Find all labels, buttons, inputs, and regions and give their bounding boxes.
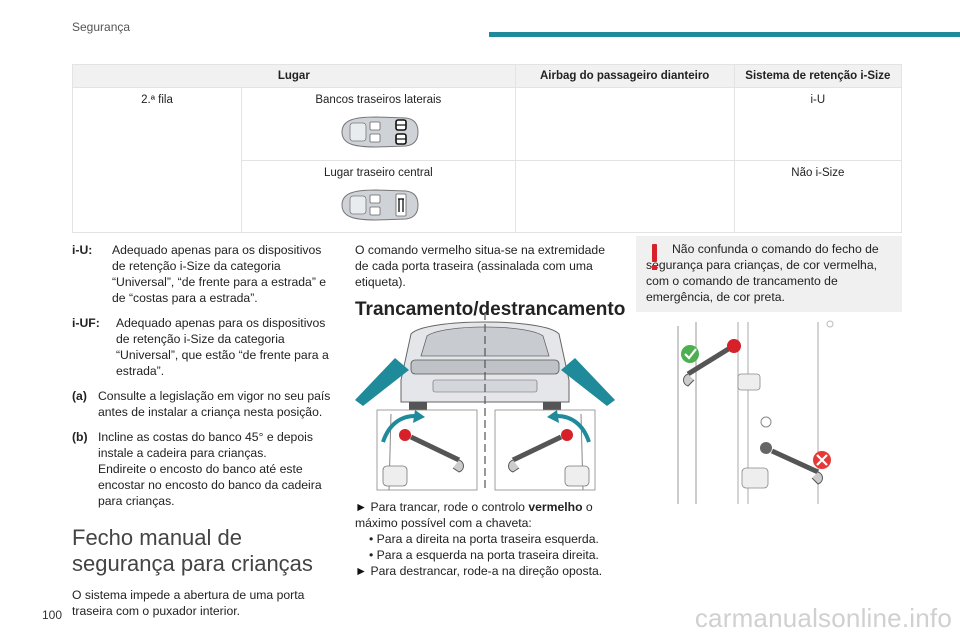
definition-text: Consulte a legislação em vigor no seu pa…: [98, 389, 331, 419]
table-cell-seat: Lugar traseiro central: [241, 160, 516, 233]
car-seat-center-icon: [341, 189, 419, 221]
definition-key: (a): [72, 389, 87, 403]
check-icon: [681, 345, 699, 363]
unlock-instruction: ► Para destrancar, rode-a na direção opo…: [355, 564, 603, 578]
sub-heading: Trancamento/destrancamento: [355, 299, 626, 320]
table-cell-seat: Bancos traseiros laterais: [241, 87, 516, 161]
arrow-icon: ►: [355, 564, 368, 578]
definition-key: i-UF:: [72, 316, 100, 330]
table-header-airbag: Airbag do passageiro dianteiro: [514, 64, 735, 88]
emergency-lock-illustration: [677, 320, 834, 504]
definition-iu: i-U: Adequado apenas para os dispositivo…: [72, 242, 338, 306]
definition-key: (b): [72, 430, 88, 444]
table-header-lugar: Lugar: [72, 64, 516, 88]
arrow-icon: ►: [355, 500, 368, 514]
seat-table: Lugar Airbag do passageiro dianteiro Sis…: [72, 64, 903, 233]
table-cell-airbag: [514, 160, 735, 233]
section-heading: Fecho manual de segurança para crianças: [72, 525, 313, 576]
table-cell-airbag: [514, 87, 735, 161]
table-header-isize: Sistema de retenção i-Size: [733, 64, 903, 88]
warning-text: Não confunda o comando do fecho de segur…: [646, 242, 879, 304]
bullet-item: • Para a esquerda na porta traseira dire…: [369, 548, 599, 562]
definition-text-extra: Endireite o encosto do banco até este en…: [98, 462, 322, 508]
warning-box: Não confunda o comando do fecho de segur…: [636, 236, 902, 312]
definition-b: (b) Incline as costas do banco 45° e dep…: [72, 429, 338, 509]
definition-text: Adequado apenas para os dispositivos de …: [112, 243, 327, 305]
watermark: carmanualsonline.info: [694, 603, 952, 633]
bullet-item: • Para a direita na porta traseira esque…: [369, 532, 599, 546]
section-intro: O sistema impede a abertura de uma porta…: [72, 588, 305, 618]
instructions: ► Para trancar, rode o controlo vermelho…: [355, 499, 617, 579]
definition-iuf: i-UF: Adequado apenas para os dispositiv…: [72, 315, 338, 379]
section-title: Segurança: [72, 20, 131, 34]
car-seat-outer-icon: [341, 116, 419, 148]
row-label: 2.ª fila: [72, 87, 242, 233]
table-cell-isize: i-U: [733, 87, 903, 161]
header-accent-bar: [489, 32, 960, 37]
seat-label: Bancos traseiros laterais: [315, 94, 442, 106]
left-column: i-U: Adequado apenas para os dispositivo…: [72, 242, 338, 619]
definition-key: i-U:: [72, 243, 93, 257]
mid-text: O comando vermelho situa-se na extremida…: [355, 243, 605, 289]
table-cell-isize: Não i-Size: [733, 160, 903, 233]
middle-column: O comando vermelho situa-se na extremida…: [355, 242, 626, 320]
child-lock-illustration: [355, 312, 615, 492]
page-number: 100: [42, 608, 63, 622]
definition-text: Adequado apenas para os dispositivos de …: [116, 316, 329, 378]
lock-instruction: ► Para trancar, rode o controlo vermelho…: [355, 500, 593, 530]
exclamation-icon: [648, 244, 660, 272]
definition-a: (a) Consulte a legislação em vigor no se…: [72, 388, 338, 420]
seat-label: Lugar traseiro central: [323, 167, 433, 179]
definition-text: Incline as costas do banco 45° e depois …: [98, 430, 313, 460]
